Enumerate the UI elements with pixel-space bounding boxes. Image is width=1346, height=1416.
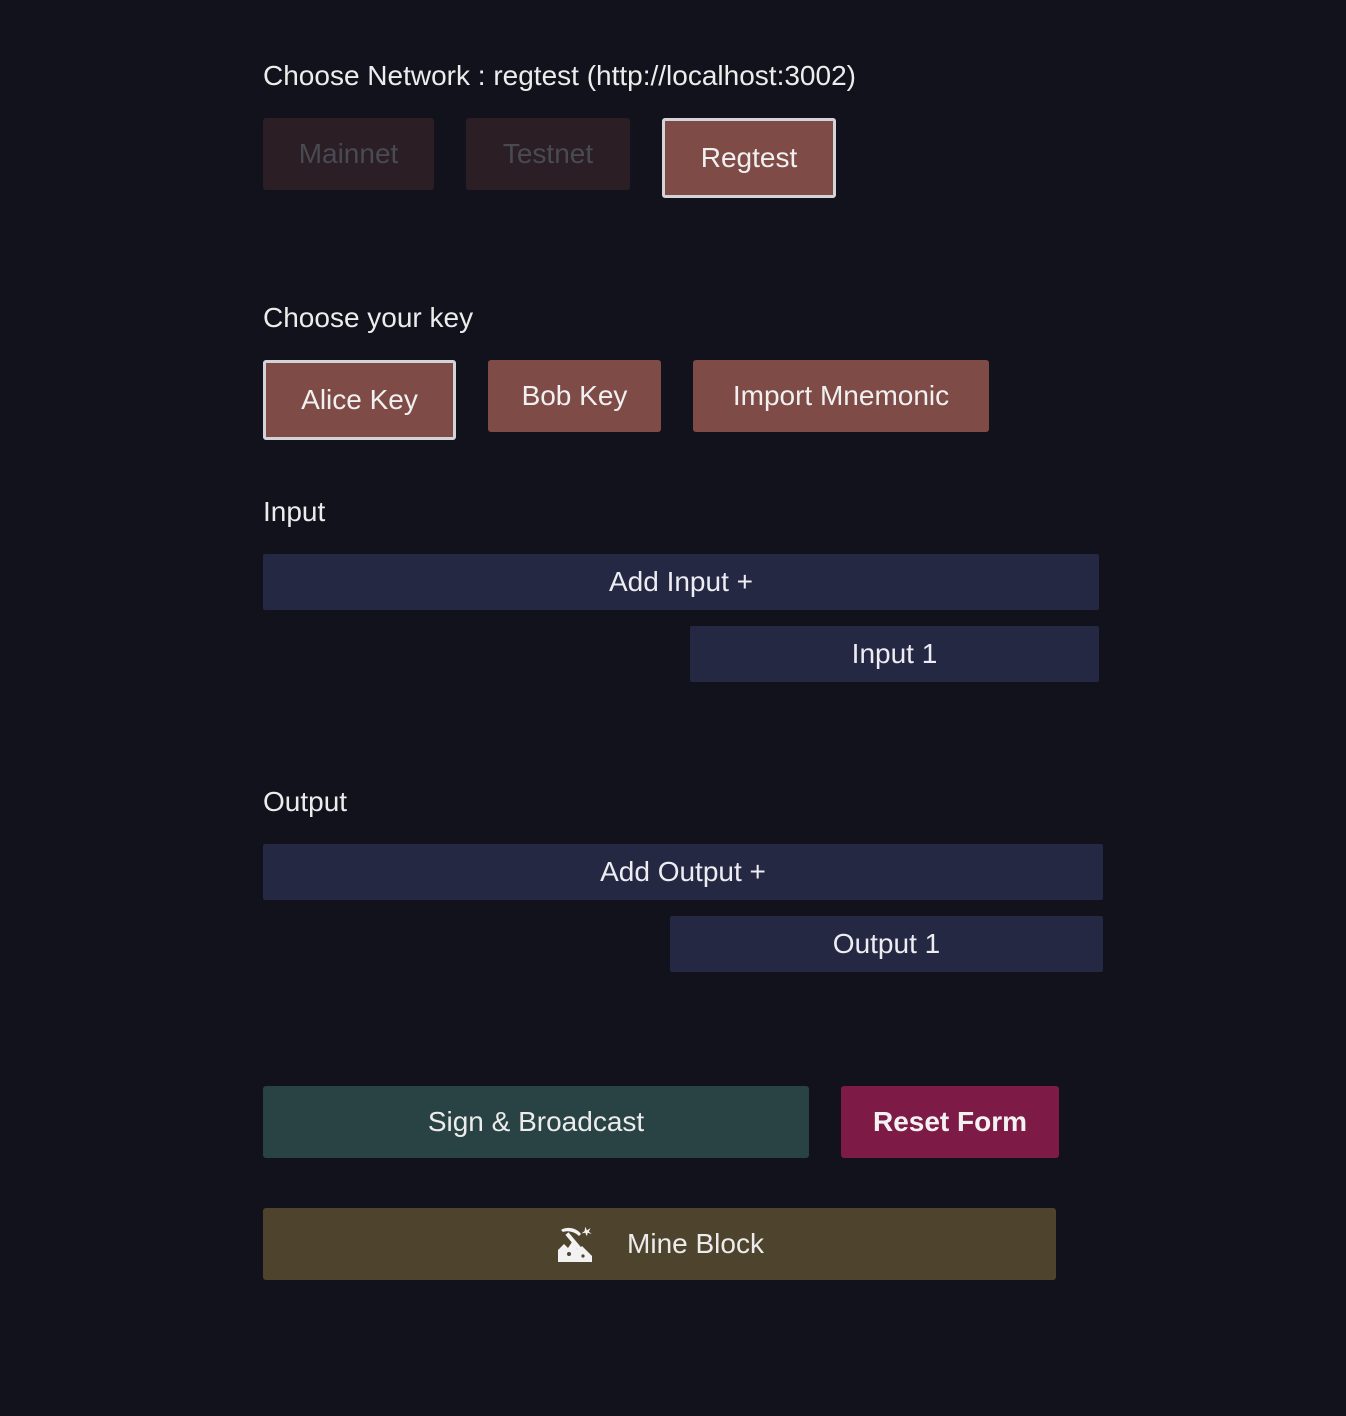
pickaxe-icon	[555, 1224, 595, 1264]
reset-form-button[interactable]: Reset Form	[841, 1086, 1059, 1158]
key-heading: Choose your key	[263, 302, 474, 333]
bob-key-button[interactable]: Bob Key	[488, 360, 661, 432]
alice-key-button[interactable]: Alice Key	[263, 360, 456, 440]
add-output-button[interactable]: Add Output +	[263, 844, 1103, 900]
sign-broadcast-button[interactable]: Sign & Broadcast	[263, 1086, 809, 1158]
input-item-button[interactable]: Input 1	[690, 626, 1099, 682]
output-heading: Output	[263, 786, 348, 817]
network-regtest-button[interactable]: Regtest	[662, 118, 836, 198]
network-mainnet-button[interactable]: Mainnet	[263, 118, 434, 190]
output-item-button[interactable]: Output 1	[670, 916, 1103, 972]
add-input-button[interactable]: Add Input +	[263, 554, 1099, 610]
network-testnet-button[interactable]: Testnet	[466, 118, 630, 190]
import-mnemonic-button[interactable]: Import Mnemonic	[693, 360, 989, 432]
input-heading: Input	[263, 496, 326, 527]
mine-block-button[interactable]: Mine Block	[263, 1208, 1056, 1280]
network-heading: Choose Network : regtest (http://localho…	[263, 60, 856, 91]
mine-block-label: Mine Block	[627, 1228, 764, 1259]
